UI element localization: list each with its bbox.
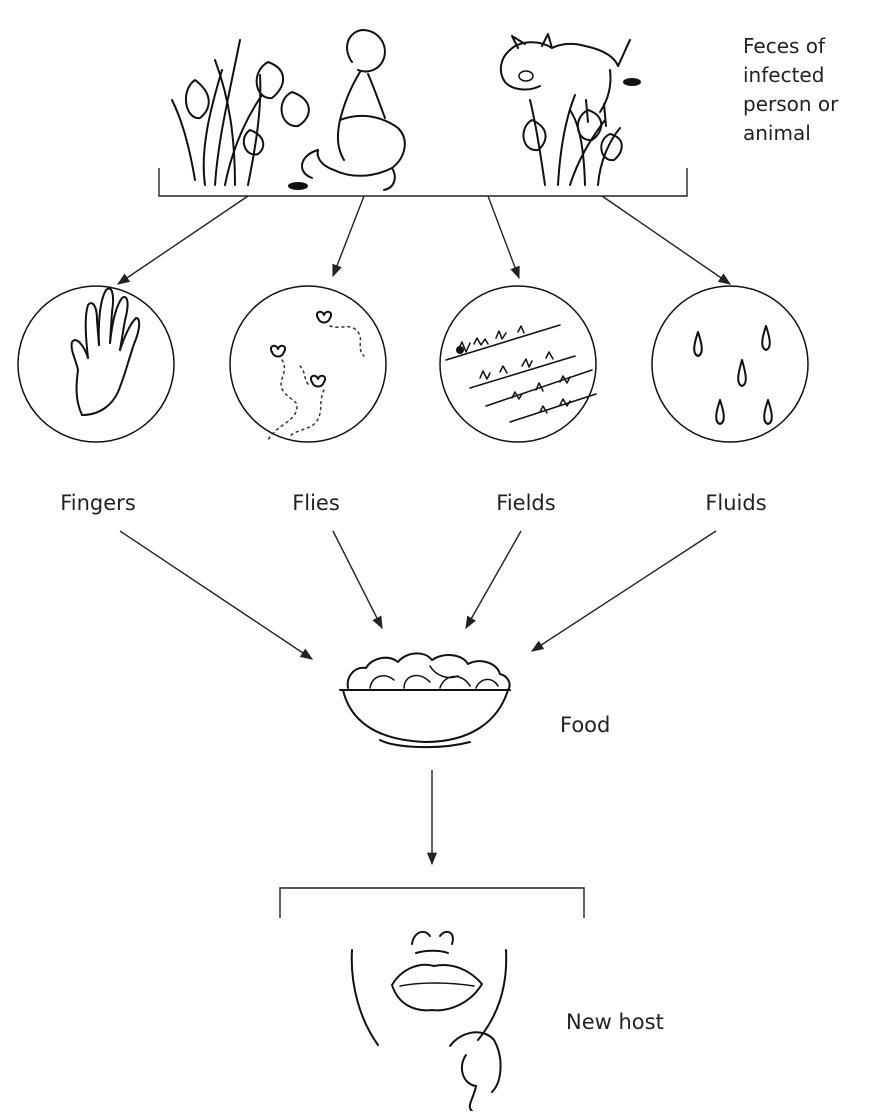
host-bracket	[279, 887, 585, 918]
arrow-to-fingers	[116, 195, 249, 285]
source-bracket	[158, 168, 688, 197]
fingers-node	[17, 285, 175, 443]
flies-icon	[267, 310, 365, 441]
arrow-fields-to-food	[465, 530, 522, 630]
pig-in-plants-illustration	[499, 33, 641, 186]
drops-icon	[693, 325, 773, 425]
arrow-fingers-to-food	[119, 530, 314, 660]
arrow-to-flies	[332, 195, 365, 278]
food-label: Food	[560, 713, 610, 737]
host-label: New host	[566, 1010, 664, 1034]
person-defecating-illustration	[171, 29, 406, 191]
source-label-line-1: Feces of	[743, 34, 826, 58]
arrow-to-fluids	[601, 195, 732, 285]
route-label-fields: Fields	[496, 491, 555, 515]
arrow-to-fields	[487, 195, 520, 280]
route-label-flies: Flies	[292, 491, 340, 515]
fields-node	[439, 285, 597, 443]
source-label-line-2: infected	[743, 63, 824, 87]
source-label-line-4: animal	[743, 121, 811, 145]
source-label-line-3: person or	[743, 92, 839, 116]
field-rows-icon	[445, 324, 597, 423]
arrow-fluids-to-food	[530, 530, 717, 652]
route-label-fingers: Fingers	[60, 491, 136, 515]
hand-icon	[70, 287, 141, 416]
arrow-flies-to-food	[332, 530, 383, 630]
fluids-node	[651, 285, 809, 443]
food-bowl-icon	[339, 652, 511, 749]
flies-node	[229, 285, 387, 443]
route-label-fluids: Fluids	[705, 491, 766, 515]
mouth-icon	[350, 930, 508, 1112]
